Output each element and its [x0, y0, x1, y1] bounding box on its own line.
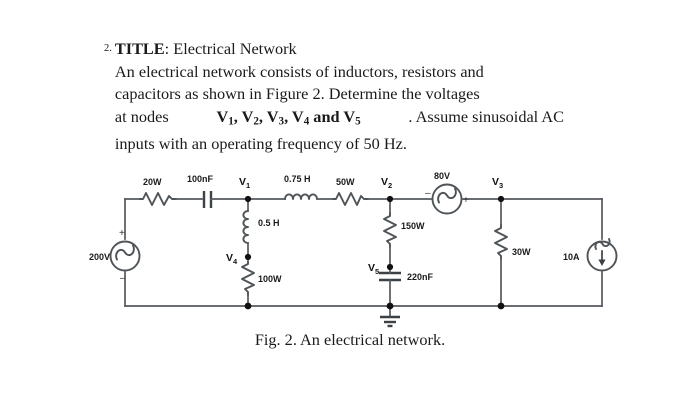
- label-resistor-50w: 50W: [336, 177, 355, 187]
- resistor-50w-symbol: [332, 192, 369, 206]
- label-source-200v: 200V: [89, 252, 110, 262]
- node-label-v2: V2: [381, 176, 392, 190]
- polarity-80v-minus: –: [425, 188, 431, 199]
- label-capacitor-100nf: 100nF: [187, 174, 214, 184]
- node-dot-bottom-v3: [497, 302, 505, 310]
- voltage-source-200v-symbol: [109, 240, 141, 272]
- node-label-v4-sub: 4: [233, 257, 238, 266]
- circuit-diagram-svg: 20W 100nF 0.75 H 50W 0.5 H 100W 150W 220…: [89, 171, 618, 328]
- label-capacitor-220nf: 220nF: [407, 272, 434, 282]
- svg-text:V2: V2: [381, 176, 392, 190]
- voltage-source-80v-sine: [437, 187, 457, 204]
- node-label-v1: V1: [239, 176, 250, 190]
- svg-text:V1: V1: [239, 176, 250, 190]
- label-resistor-20w: 20W: [143, 177, 162, 187]
- node-label-v1-sub: 1: [246, 181, 250, 190]
- node-dot-v2: [386, 195, 394, 203]
- resistor-30w-symbol: [494, 224, 508, 260]
- current-source-10a-arrow-head: [598, 259, 606, 266]
- figure-caption: Fig. 2. An electrical network.: [254, 330, 446, 349]
- svg-text:V4: V4: [226, 252, 238, 266]
- node-dot-v5: [386, 263, 394, 271]
- polarity-80v-plus: +: [463, 195, 469, 206]
- node-dot-v3: [497, 195, 505, 203]
- question-body: TITLE: Electrical Network An electrical …: [115, 38, 564, 155]
- label-source-10a: 10A: [563, 252, 580, 262]
- resistor-150w-symbol: [383, 212, 397, 248]
- title-label: TITLE: [114, 39, 165, 58]
- question-line-4: inputs with an operating frequency of 50…: [114, 133, 407, 153]
- question-line-3: at nodes V1, V2, V3, V4 and V5 . Assume s…: [115, 106, 564, 133]
- resistor-100w-symbol: [241, 260, 255, 296]
- question-line-1: An electrical network consists of induct…: [114, 61, 484, 81]
- node-label-v1-text: V: [239, 176, 246, 188]
- circuit-figure: 20W 100nF 0.75 H 50W 0.5 H 100W 150W 220…: [0, 163, 700, 338]
- node-dot-v4: [244, 253, 252, 261]
- node-label-v5-text: V: [368, 262, 375, 274]
- current-source-10a-sine: [594, 238, 611, 250]
- label-resistor-30w: 30W: [512, 247, 531, 257]
- node-label-v3-sub: 3: [499, 181, 503, 190]
- title-text: Electrical Network: [173, 39, 297, 58]
- question-line-3-suffix: . Assume sinusoidal AC: [408, 106, 564, 126]
- question-line-2: capacitors as shown in Figure 2. Determi…: [114, 84, 480, 104]
- node-label-v5: V5: [368, 262, 379, 276]
- label-source-80v: 80V: [434, 171, 450, 181]
- label-inductor-075h: 0.75 H: [284, 174, 311, 184]
- inductor-075h-symbol: [284, 193, 318, 200]
- question-row: 2. TITLE: Electrical Network An electric…: [104, 38, 564, 155]
- node-list: V1, V2, V3, V4 and V5: [216, 106, 361, 128]
- label-resistor-150w: 150W: [401, 221, 425, 231]
- node-label-v4-text: V: [226, 252, 233, 264]
- node-dot-bottom-v4: [244, 302, 252, 310]
- node-dot-v1: [244, 195, 252, 203]
- label-inductor-05h: 0.5 H: [258, 218, 280, 228]
- polarity-200v-plus: +: [119, 228, 125, 239]
- svg-text:V3: V3: [492, 176, 503, 190]
- resistor-20w-symbol: [139, 192, 177, 206]
- node-label-v3: V3: [492, 176, 503, 190]
- node-dot-bottom-ground: [386, 302, 394, 310]
- label-resistor-100w: 100W: [258, 274, 282, 284]
- node-label-v5-sub: 5: [375, 267, 379, 276]
- node-label-v3-text: V: [492, 176, 499, 188]
- node-label-v2-sub: 2: [388, 181, 392, 190]
- inductor-05h-symbol: [242, 210, 249, 244]
- question-number: 2.: [104, 43, 112, 54]
- node-label-v4: V4: [226, 252, 238, 266]
- node-label-v2-text: V: [381, 176, 388, 188]
- question-title-line: TITLE: Electrical Network: [115, 38, 564, 61]
- question-line-3-prefix: at nodes: [114, 106, 169, 126]
- svg-text:V5: V5: [368, 262, 379, 276]
- polarity-200v-minus: –: [120, 273, 126, 284]
- voltage-source-200v-sine: [115, 244, 135, 261]
- title-separator: :: [164, 39, 174, 58]
- question-text-block: 2. TITLE: Electrical Network An electric…: [104, 38, 564, 155]
- voltage-source-80v-symbol: [431, 183, 463, 215]
